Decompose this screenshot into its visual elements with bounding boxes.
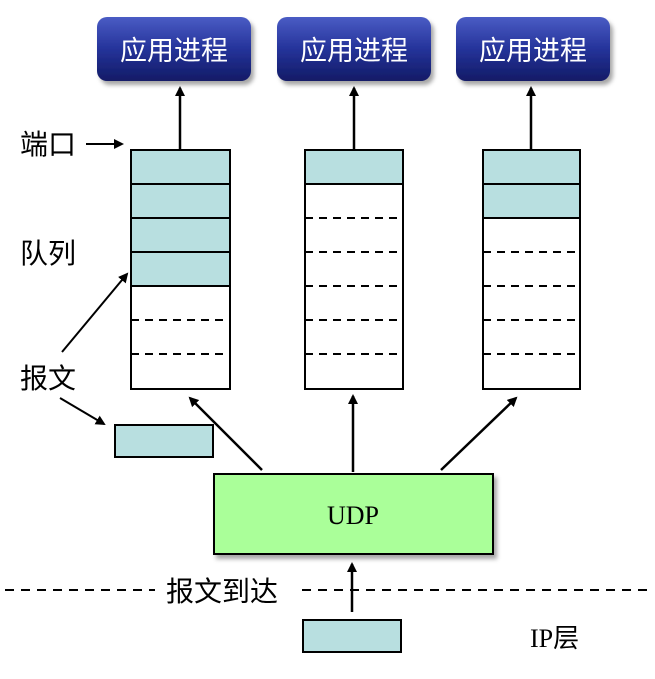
queue-3 (482, 149, 581, 390)
queue-slot-filled (482, 149, 581, 185)
queue-slot-filled (130, 251, 231, 287)
udp-box: UDP (213, 473, 494, 555)
message-to-queue-arrow (61, 272, 129, 353)
queue-slot-filled (304, 149, 404, 185)
queue-slot-filled (130, 183, 231, 219)
process-label: 应用进程 (479, 36, 587, 67)
message-label: 报文 (20, 362, 76, 395)
incoming-packet (302, 619, 402, 653)
udp-label: UDP (327, 501, 379, 530)
process-box (97, 17, 251, 81)
queue-1 (130, 149, 231, 390)
message-to-packet-arrow (59, 397, 106, 426)
queue-2 (304, 149, 404, 390)
port-label: 端口 (20, 128, 76, 161)
queue-slot-filled (130, 217, 231, 253)
queue-frame (482, 149, 581, 390)
process-box (456, 17, 610, 81)
message-arrival-label: 报文到达 (166, 575, 278, 608)
queue-slot-filled (130, 149, 231, 185)
udp-rect (213, 473, 494, 555)
queue-label: 队列 (20, 237, 76, 270)
process-box (277, 17, 431, 81)
udp-to-queue-3-arrow (440, 396, 518, 471)
message-packet (114, 424, 214, 458)
udp-to-queue-1-arrow (188, 396, 263, 471)
process-label: 应用进程 (300, 36, 408, 67)
process-label: 应用进程 (120, 36, 228, 67)
queue-frame (130, 149, 231, 390)
queue-slot-filled (482, 183, 581, 219)
process-3: 应用进程 (456, 17, 610, 81)
ip-layer-label: IP层 (530, 624, 579, 653)
process-1: 应用进程 (97, 17, 251, 81)
queue-frame (304, 149, 404, 390)
process-2: 应用进程 (277, 17, 431, 81)
